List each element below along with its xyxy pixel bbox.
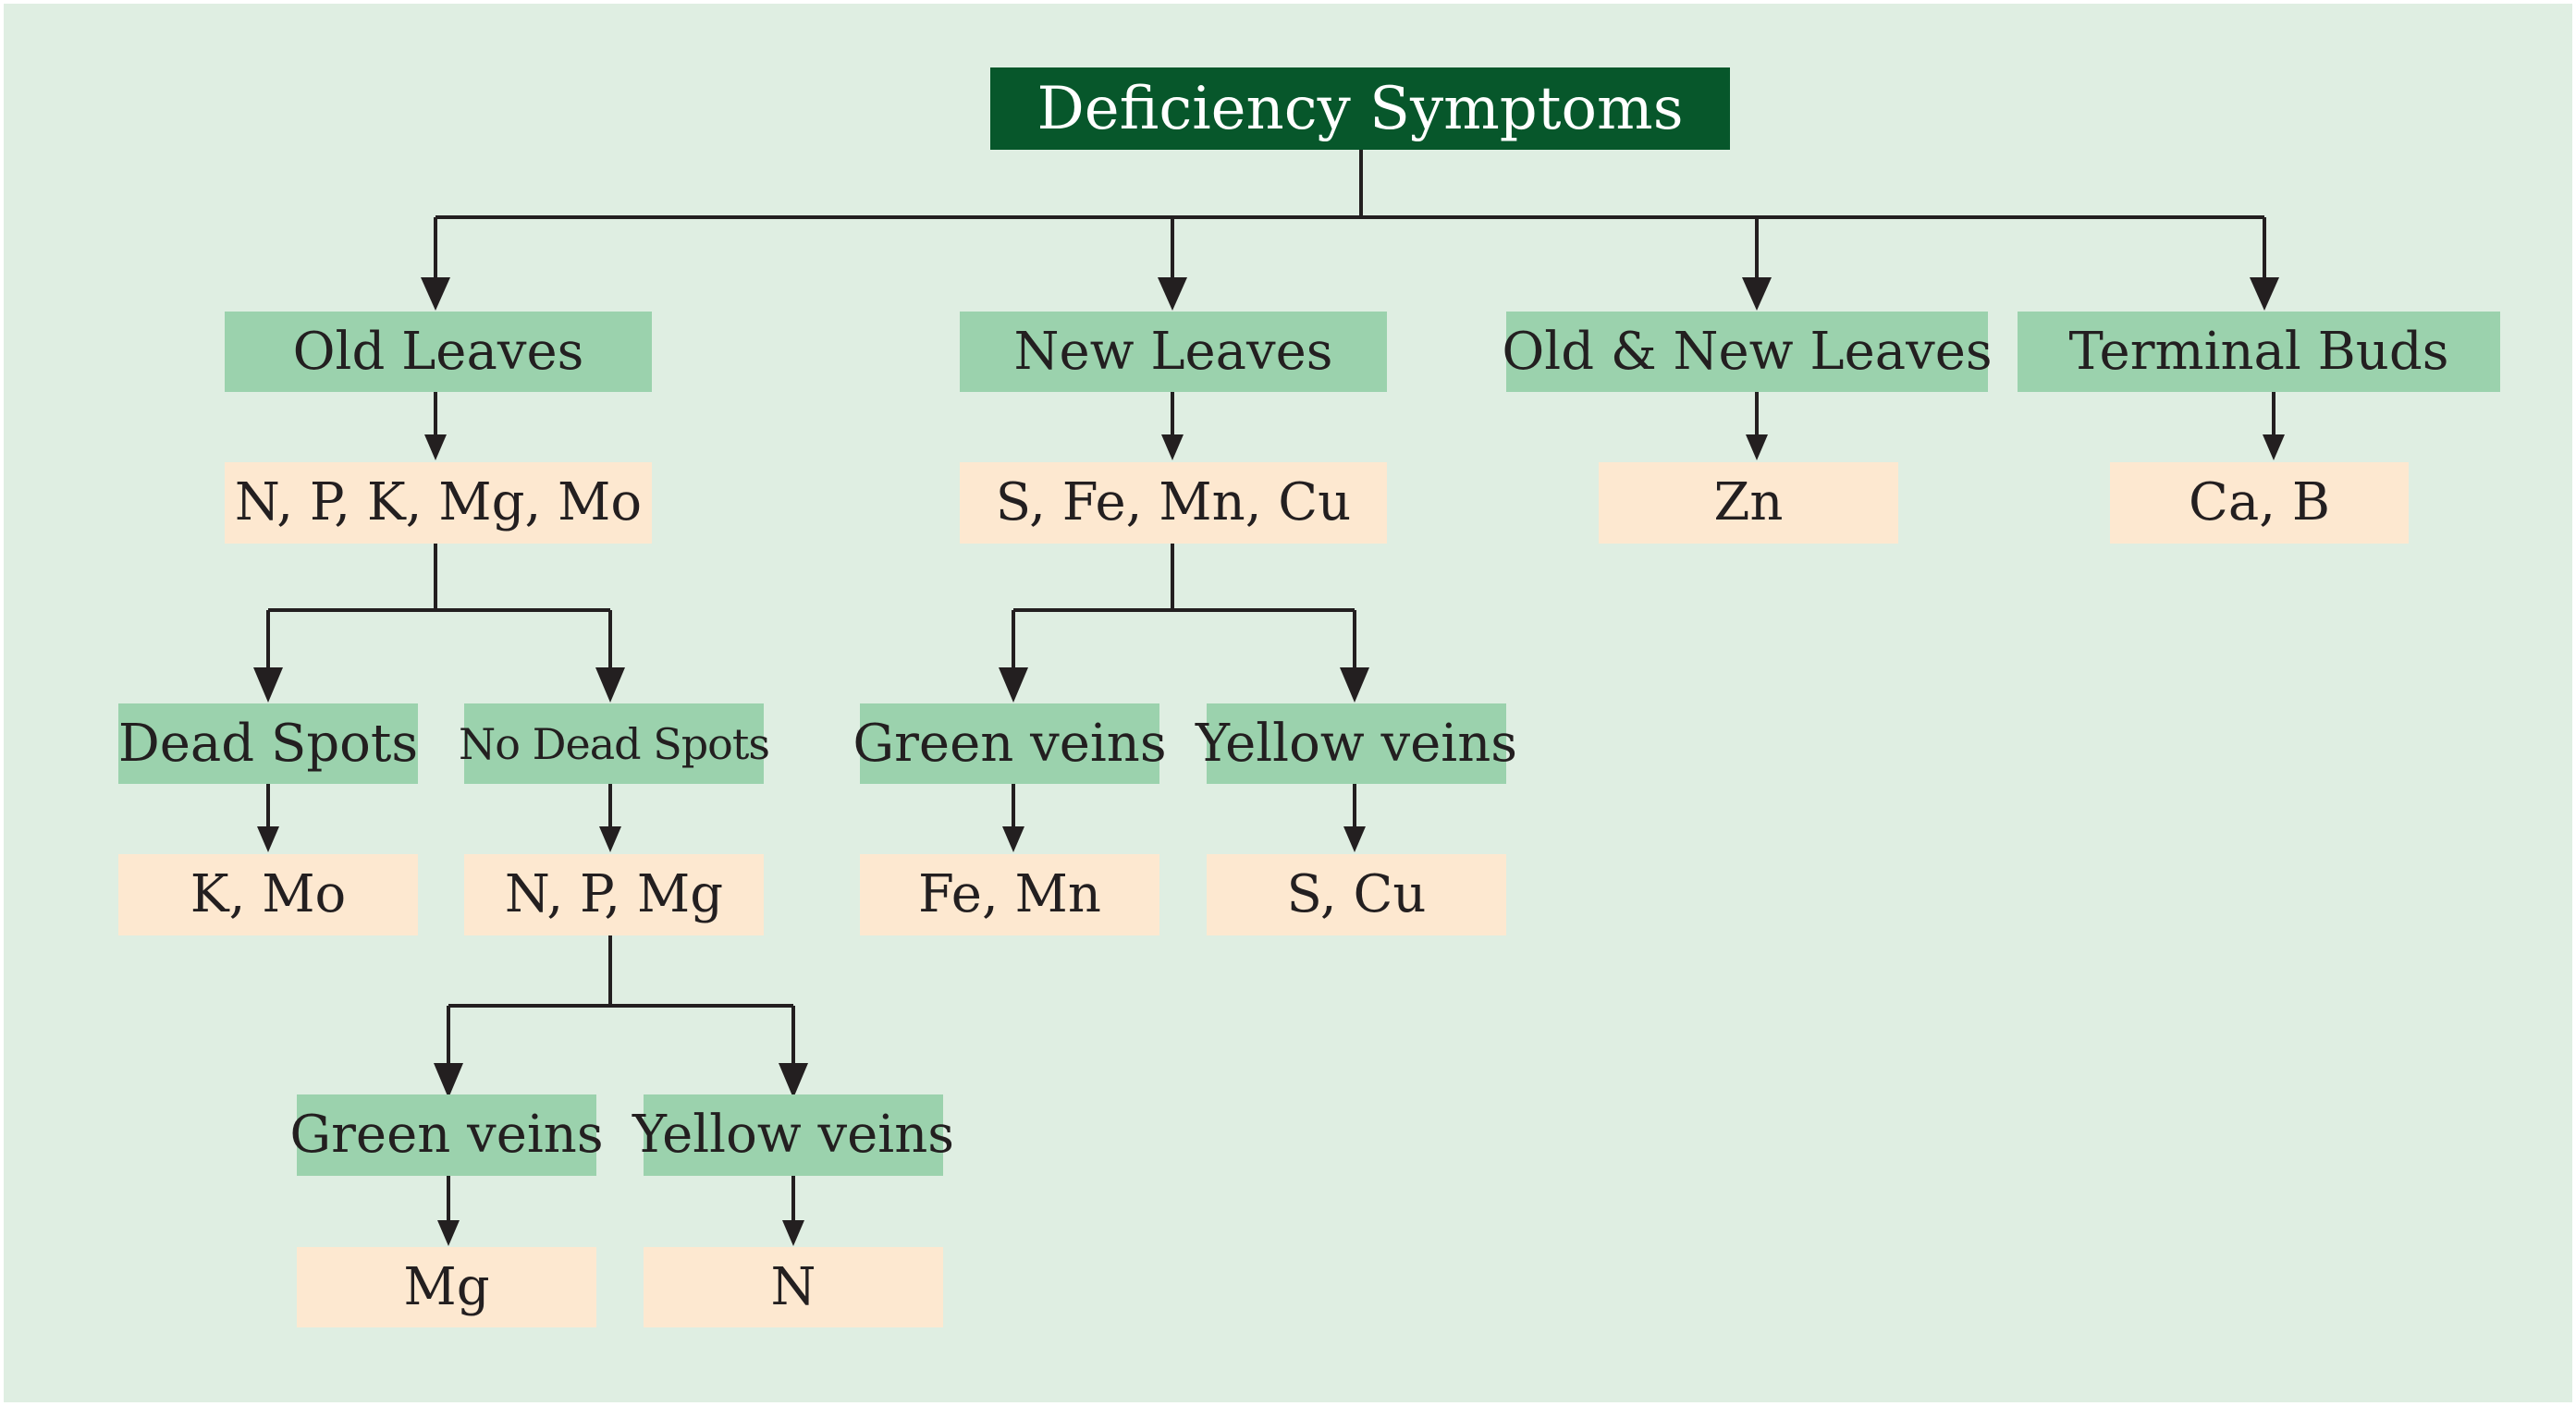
category-old-leaves: Old Leaves [225,312,652,392]
elements-label: Ca, B [2189,472,2330,532]
arrow-new-green-elements [1002,826,1024,852]
category-label: No Dead Spots [459,718,770,769]
category-old-new-leaves: Old & New Leaves [1502,312,1993,392]
elements-new-green-veins: Fe, Mn [860,854,1159,935]
elements-new-leaves: S, Fe, Mn, Cu [960,462,1387,544]
arrow-nds-green-elements [437,1220,460,1246]
elements-label: N, P, K, Mg, Mo [234,472,643,532]
arrow-nds-green-veins [434,1063,463,1098]
arrow-new-leaves-elements [1161,434,1184,460]
category-dead-spots: Dead Spots [118,703,418,784]
elements-terminal-buds: Ca, B [2110,462,2409,544]
elements-label: N [770,1256,816,1317]
elements-nds-yellow-veins: N [644,1247,943,1327]
root-label: Deficiency Symptoms [1037,74,1684,143]
arrow-new-yellow-veins [1340,667,1369,703]
category-label: Old & New Leaves [1502,321,1993,382]
category-nds-green-veins: Green veins [289,1094,604,1176]
elements-no-dead-spots: N, P, Mg [464,854,764,935]
elements-label: K, Mo [190,864,347,924]
category-label: Yellow veins [1196,713,1518,774]
category-new-leaves: New Leaves [960,312,1387,392]
arrow-old-new-leaves-elements [1746,434,1768,460]
elements-label: Fe, Mn [918,864,1101,924]
category-label: Dead Spots [117,713,419,774]
arrow-new-leaves [1158,277,1187,311]
category-nds-yellow-veins: Yellow veins [632,1094,954,1176]
root-node: Deficiency Symptoms [990,67,1730,150]
elements-label: S, Fe, Mn, Cu [995,472,1352,532]
arrow-old-leaves [421,277,450,311]
category-label: Yellow veins [632,1105,955,1165]
elements-label: Mg [403,1256,490,1317]
arrow-terminal-buds-elements [2263,434,2285,460]
category-new-green-veins: Green veins [853,703,1167,784]
arrowheads [253,277,2285,1246]
category-label: Old Leaves [292,321,584,382]
elements-old-new-leaves: Zn [1599,462,1898,544]
arrow-nds-yellow-veins [779,1063,808,1098]
arrow-dead-spots-elements [257,826,279,852]
elements-new-yellow-veins: S, Cu [1207,854,1506,935]
arrow-nds-yellow-elements [782,1220,804,1246]
elements-dead-spots: K, Mo [118,854,418,935]
category-label: Terminal Buds [2068,321,2449,382]
category-terminal-buds: Terminal Buds [2018,312,2500,392]
elements-nds-green-veins: Mg [297,1247,596,1327]
category-no-dead-spots: No Dead Spots [459,703,770,784]
arrow-no-dead-spots [595,667,625,703]
arrow-new-green-veins [999,667,1028,703]
arrow-new-yellow-elements [1343,826,1366,852]
elements-old-leaves: N, P, K, Mg, Mo [225,462,652,544]
elements-label: S, Cu [1286,864,1427,924]
category-label: Green veins [289,1105,604,1165]
arrow-no-dead-spots-elements [599,826,621,852]
arrow-old-leaves-elements [424,434,447,460]
arrow-terminal-buds [2250,277,2279,311]
category-label: New Leaves [1013,321,1333,382]
elements-label: N, P, Mg [504,864,724,924]
elements-label: Zn [1713,472,1784,532]
arrow-old-new-leaves [1742,277,1772,311]
category-label: Green veins [853,713,1167,774]
category-new-yellow-veins: Yellow veins [1196,703,1517,784]
arrow-dead-spots [253,667,283,703]
